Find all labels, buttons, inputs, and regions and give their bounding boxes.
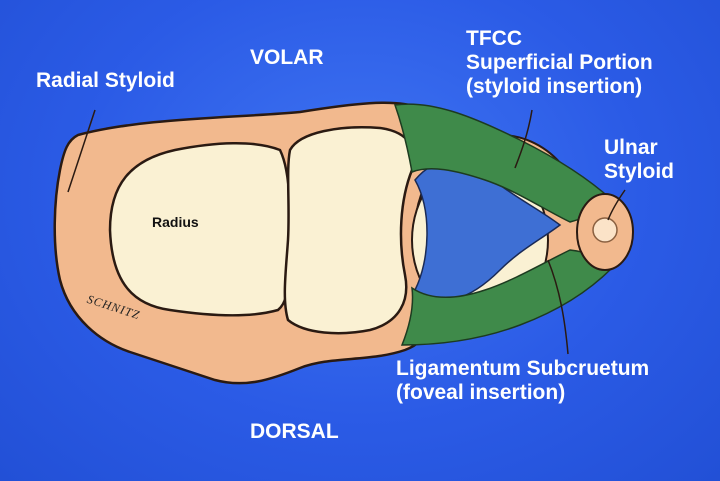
ligament-leader <box>547 259 569 355</box>
volar-label: VOLAR <box>250 46 324 69</box>
tfcc-label-line2: Superficial Portion <box>466 51 653 74</box>
superficial-ligament-volar <box>393 103 614 223</box>
lunate-fossa <box>283 126 416 335</box>
ligamentum-line2: (foveal insertion) <box>396 381 566 404</box>
ligamentum-line1: Ligamentum Subcruetum <box>396 357 650 380</box>
tfcc-label: TFCC Superficial Portion (styloid insert… <box>466 27 653 99</box>
tfcc-label-line3: (styloid insertion) <box>466 75 643 98</box>
ligamentum-label: Ligamentum Subcruetum (foveal insertion) <box>396 357 649 405</box>
ulnar-styloid-line1: Ulnar <box>604 136 658 159</box>
tfcc-label-line1: TFCC <box>466 27 522 50</box>
tfcc-leader <box>514 109 533 169</box>
dorsal-label: DORSAL <box>250 420 339 443</box>
radius-label: Radius <box>152 214 199 230</box>
superficial-ligament-dorsal <box>400 249 614 346</box>
ulnar-styloid-leader <box>607 189 626 221</box>
ulnar-styloid-label: Ulnar Styloid <box>604 136 674 184</box>
ulnar-styloid-line2: Styloid <box>604 160 675 183</box>
radial-styloid-label: Radial Styloid <box>36 69 175 92</box>
styloid-insertion <box>592 217 618 243</box>
radial-styloid-leader <box>67 109 96 193</box>
scaphoid-fossa <box>108 141 291 317</box>
